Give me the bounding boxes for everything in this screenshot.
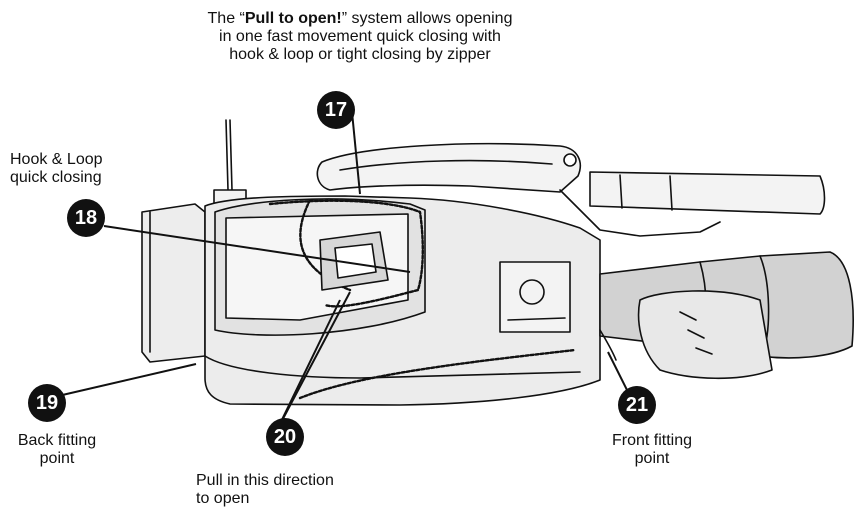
- bottom-zipper: [298, 348, 577, 400]
- callout-17: 17: [317, 91, 355, 129]
- side-panel: [499, 261, 571, 333]
- callout-20: 20: [266, 418, 304, 456]
- antenna: [213, 119, 247, 206]
- header-caption: The “Pull to open!” system allows openin…: [120, 10, 600, 64]
- callout-21: 21: [618, 386, 656, 424]
- callout-19: 19: [28, 384, 66, 422]
- header-line-3: hook & loop or tight closing by zipper: [229, 46, 491, 63]
- label-hook-loop: Hook & Loop quick closing: [10, 151, 103, 186]
- handle: [316, 142, 582, 193]
- zipper-track: [268, 199, 424, 308]
- battery-block: [141, 203, 206, 363]
- leader-lines: [57, 111, 635, 433]
- callout-18: 18: [67, 199, 105, 237]
- header-line-2: in one fast movement quick closing with: [219, 28, 501, 45]
- label-pull-direction: Pull in this direction to open: [196, 472, 334, 507]
- label-front-fitting: Front fitting point: [611, 432, 693, 467]
- header-line-1: The “Pull to open!” system allows openin…: [207, 10, 513, 27]
- microphone: [589, 171, 826, 215]
- label-back-fitting: Back fitting point: [17, 432, 97, 467]
